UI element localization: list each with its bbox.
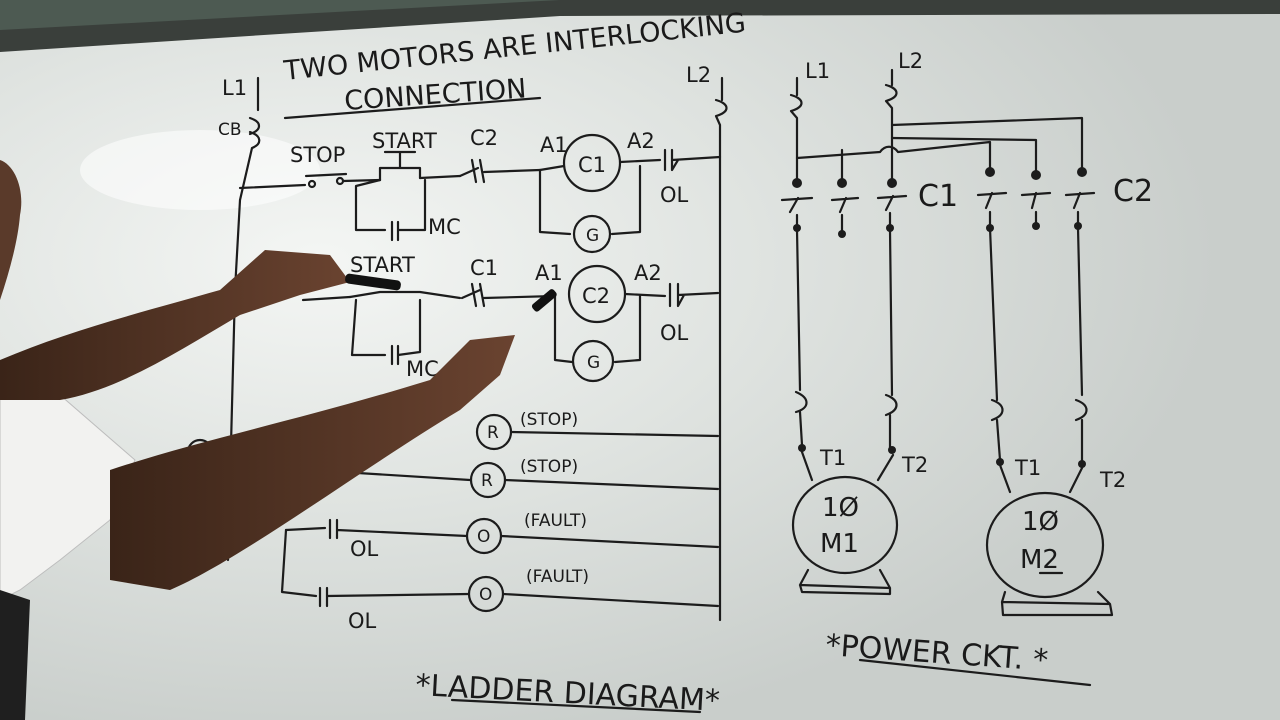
whiteboard [0,14,1280,720]
ladder-l2-label: L2 [686,63,711,87]
glare-spot [80,130,320,210]
indicator4-label: (FAULT) [526,567,589,587]
marker-cap [531,289,557,312]
rung2-interlock-label: C1 [470,256,498,280]
rung2-lamp-label: G [587,353,600,373]
ladder-l1-label: L1 [222,76,247,100]
motor2-t1-label: T1 [1014,456,1041,480]
motor1-phase: 1Ø [822,493,859,523]
indicator3-label: (FAULT) [524,511,587,531]
rung1-holding-label: MC [428,215,461,239]
motor2-phase: 1Ø [1022,507,1059,537]
circuit-breaker-label: CB [218,120,242,140]
marker [345,273,401,291]
power-wiring [780,68,1114,687]
rung2-coil-label: C2 [582,284,610,308]
motor1-t2-label: T2 [901,453,928,477]
rung1-stop-label: STOP [290,143,345,167]
indicator3-lamp: O [477,527,490,547]
rung1-overload-label: OL [660,183,689,207]
indicator3-contact: OL [350,537,379,561]
presenter-body-shadow [0,590,30,720]
rung1-start-label: START [372,129,437,153]
terminal-dots [792,167,1087,468]
motor1-t1-label: T1 [819,446,846,470]
power-l2-label: L2 [898,49,923,73]
rung1-a1-label: A1 [540,133,568,157]
indicator2-lamp: R [481,471,493,491]
indicator2-label: (STOP) [520,457,578,477]
motor1-name: M1 [820,529,859,559]
motor2-t2-label: T2 [1099,468,1126,492]
power-c1-label: C1 [918,179,958,214]
indicator4-contact: OL [348,609,377,633]
rung2-start-label: START [350,253,415,277]
rung2-overload-label: OL [660,321,689,345]
indicator1-lamp: R [487,423,499,443]
motor2-name: M2 [1020,545,1059,575]
power-c2-label: C2 [1113,174,1153,209]
rung2-a2-label: A2 [634,261,662,285]
indicator1-label: (STOP) [520,410,578,430]
presenter-upper-arm [0,250,350,400]
rung2-a1-label: A1 [535,261,563,285]
presenter-face [0,160,22,300]
presenter [0,160,557,720]
rung1-interlock-label: C2 [470,126,498,150]
indicator4-lamp: O [479,585,492,605]
rung1-a2-label: A2 [627,129,655,153]
power-l1-label: L1 [805,59,830,83]
rung1-lamp-label: G [586,226,599,246]
rung1-coil-label: C1 [578,153,606,177]
presenter-lower-arm [110,335,515,590]
board-frame [0,0,1280,55]
